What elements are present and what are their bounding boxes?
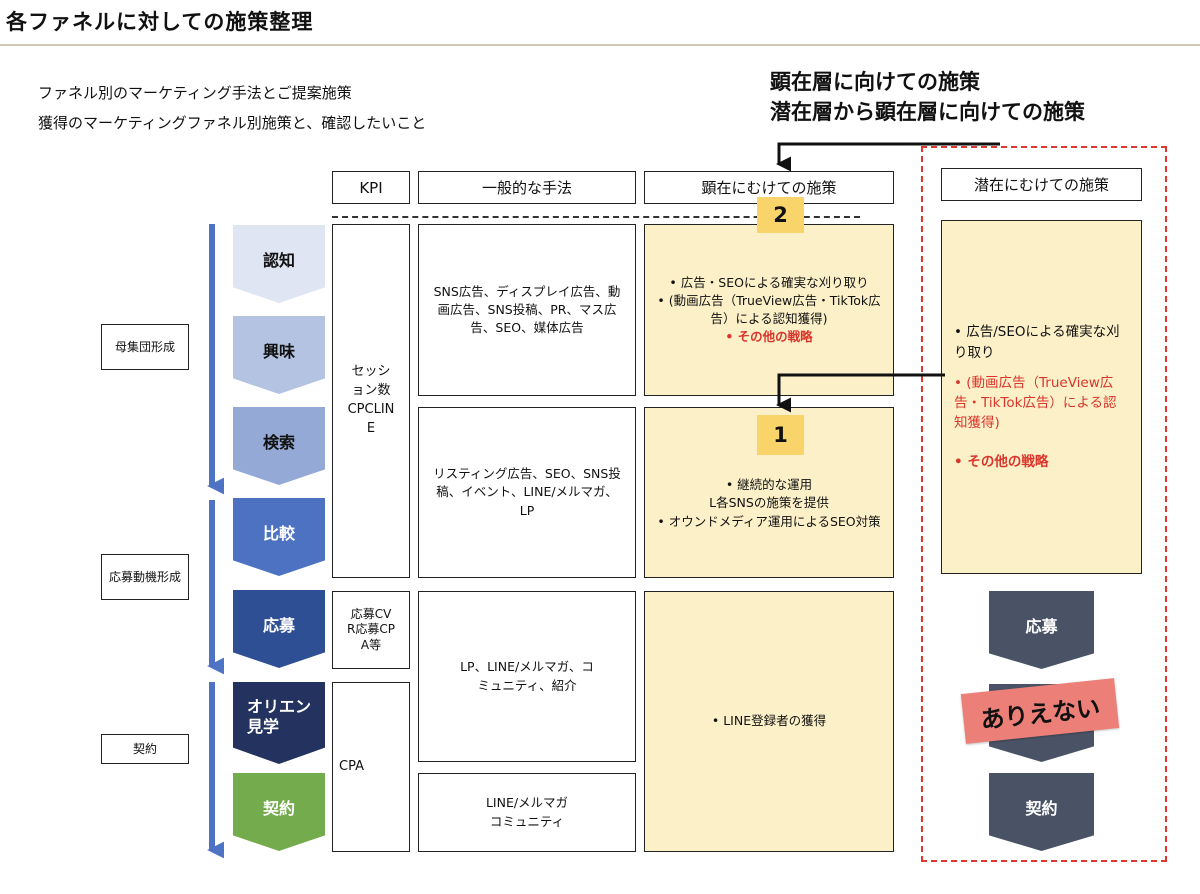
general-contract: LINE/メルマガコミュニティ: [418, 773, 636, 852]
header-separator: [332, 216, 860, 218]
latent-item-other: • その他の戦略: [954, 453, 1049, 470]
general-search: リスティング広告、SEO、SNS投稿、イベント、LINE/メルマガ、LP: [418, 407, 636, 578]
manifest-item: • (動画広告（TrueView広告・TikTok広告）による認知獲得): [657, 292, 881, 326]
funnel-contract: 契約: [233, 773, 325, 851]
funnel-orientation: オリエン見学: [233, 682, 325, 764]
manifest-item: L各SNSの施策を提供: [709, 495, 829, 511]
general-apply: LP、LINE/メルマガ、コミュニティ、紹介: [418, 591, 636, 762]
title-divider: [0, 44, 1200, 46]
latent-region: [921, 146, 1167, 862]
kpi-session: セッション数CPCLINE: [332, 224, 410, 578]
kpi-cpa: CPA: [332, 682, 410, 852]
badge-2: 2: [757, 197, 804, 233]
manifest-apply: • LINE登録者の獲得: [644, 591, 894, 852]
manifest-item-other: • その他の戦略: [725, 329, 813, 345]
latent-item-video: • (動画広告（TrueView広告・TikTok広告）による認知獲得): [954, 374, 1117, 432]
latent-funnel-contract: 契約: [989, 773, 1094, 851]
manifest-item: • オウンドメディア運用によるSEO対策: [657, 513, 881, 529]
arrow-to-manifest-header: [776, 142, 1000, 172]
funnel-interest: 興味: [233, 316, 325, 394]
stage-motivation: 応募動機形成: [101, 554, 189, 600]
stage-population: 母集団形成: [101, 324, 189, 370]
legend-manifest: 顕在層に向けての施策: [770, 70, 980, 94]
latent-funnel-apply: 応募: [989, 591, 1094, 669]
subtitle-2: 獲得のマーケティングファネル別施策と、確認したいこと: [38, 114, 427, 132]
badge-1: 1: [757, 415, 804, 455]
funnel-arrows: [207, 224, 224, 860]
page-title: 各ファネルに対しての施策整理: [6, 10, 314, 34]
stage-contract: 契約: [101, 734, 189, 764]
manifest-awareness: • 広告・SEOによる確実な刈り取り • (動画広告（TrueView広告・Ti…: [644, 224, 894, 396]
subtitle-1: ファネル別のマーケティング手法とご提案施策: [38, 84, 352, 102]
header-kpi: KPI: [332, 171, 410, 204]
latent-item: • 広告/SEOによる確実な刈り取り: [954, 324, 1120, 361]
funnel-apply: 応募: [233, 590, 325, 668]
funnel-awareness: 認知: [233, 225, 325, 303]
funnel-compare: 比較: [233, 498, 325, 576]
header-manifest: 顕在にむけての施策: [644, 171, 894, 204]
latent-measures: • 広告/SEOによる確実な刈り取り • (動画広告（TrueView広告・Ti…: [941, 220, 1142, 574]
manifest-item: • 継続的な運用: [725, 477, 813, 493]
general-awareness: SNS広告、ディスプレイ広告、動画広告、SNS投稿、PR、マス広告、SEO、媒体…: [418, 224, 636, 396]
manifest-item: • 広告・SEOによる確実な刈り取り: [669, 274, 869, 290]
kpi-apply: 応募CVR応募CPA等: [332, 591, 410, 669]
header-latent: 潜在にむけての施策: [941, 168, 1142, 201]
arrow-to-badge-1: [776, 373, 945, 413]
funnel-search: 検索: [233, 407, 325, 485]
legend-latent: 潜在層から顕在層に向けての施策: [770, 100, 1085, 124]
header-general: 一般的な手法: [418, 171, 636, 204]
